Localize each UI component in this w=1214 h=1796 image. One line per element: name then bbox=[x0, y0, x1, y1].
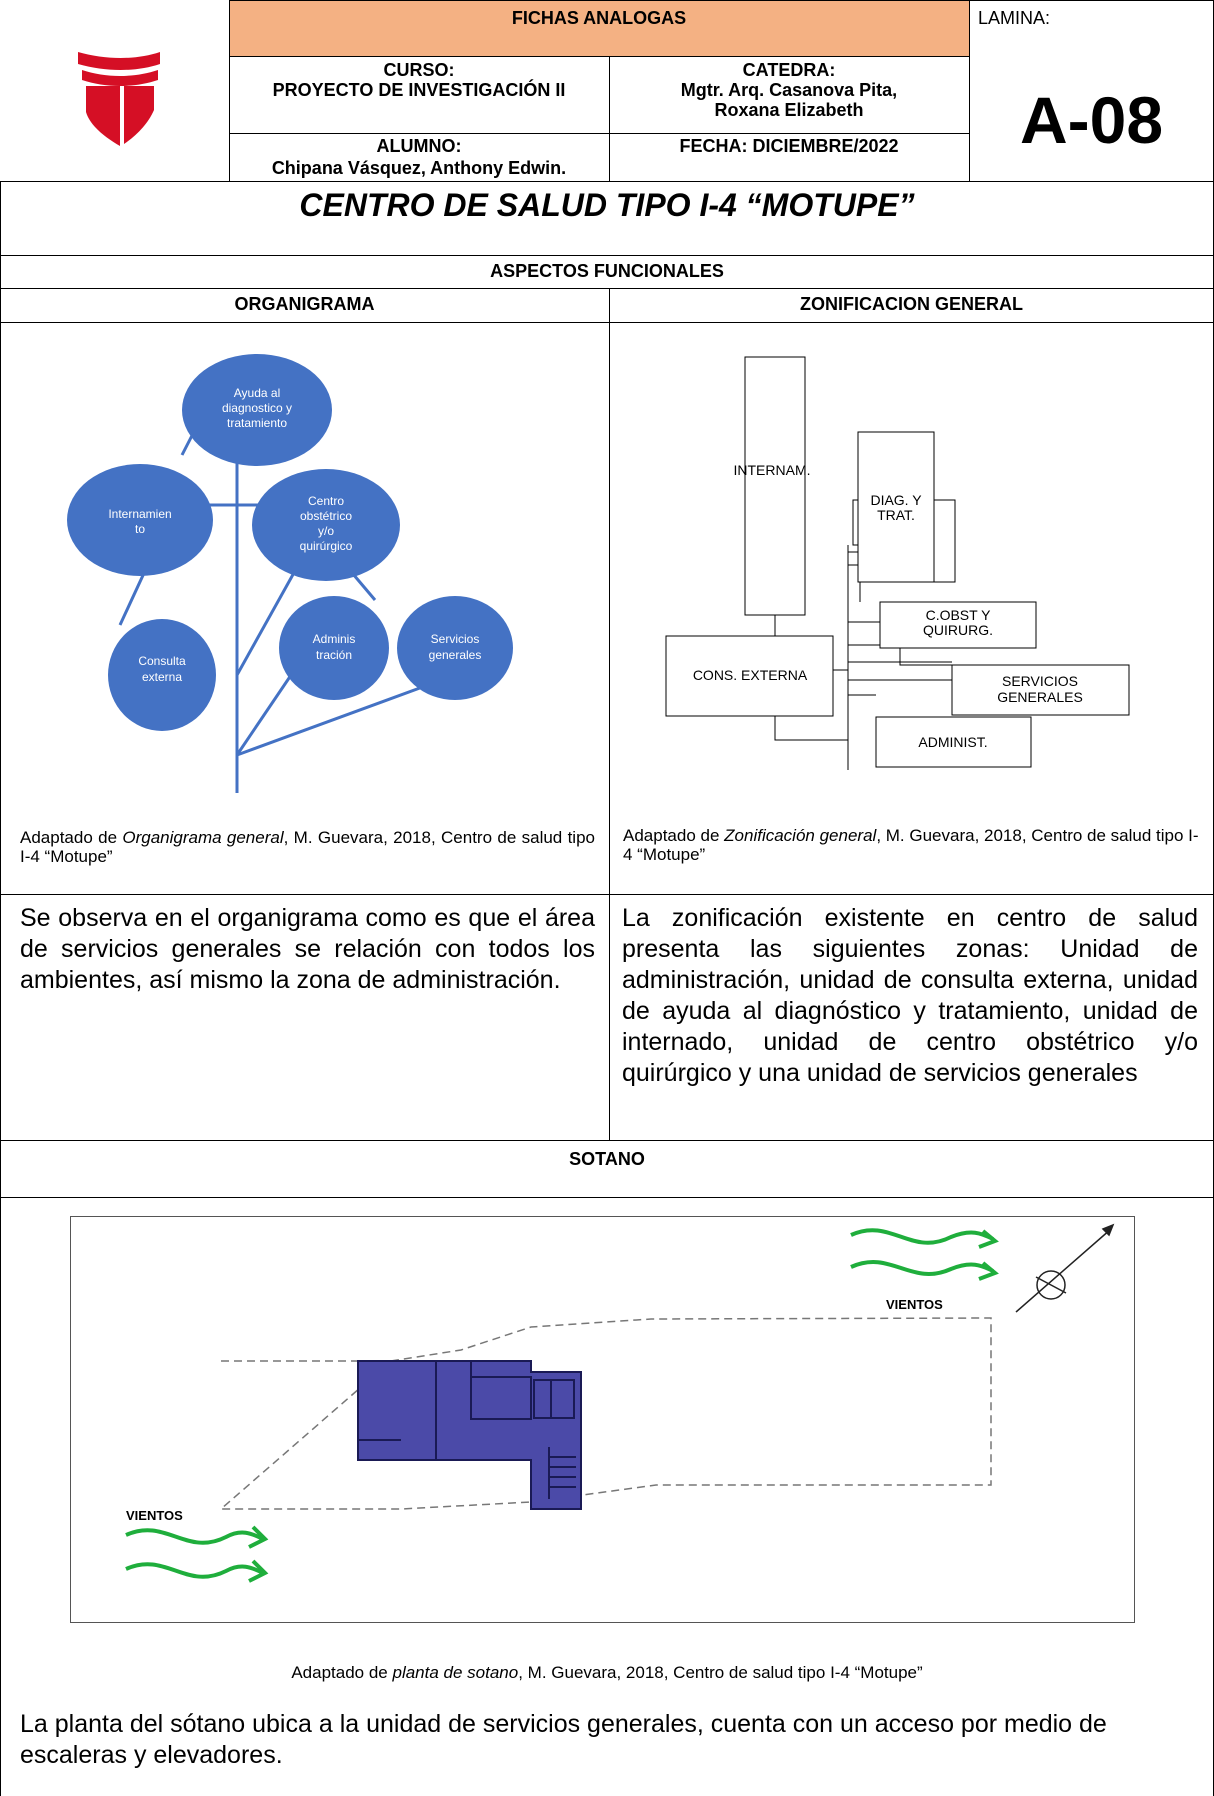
node-consulta-line1: Consulta bbox=[138, 654, 186, 668]
wind-label-top: VIENTOS bbox=[886, 1297, 943, 1312]
node-centro-line3: y/o bbox=[318, 524, 334, 538]
line-title-bottom bbox=[0, 255, 1214, 256]
zone-internam: INTERNAM. bbox=[734, 462, 811, 478]
zone-admin: ADMINIST. bbox=[918, 734, 987, 750]
line-curso-alumno bbox=[229, 133, 969, 134]
curso-value: PROYECTO DE INVESTIGACIÓN II bbox=[272, 80, 566, 100]
zonificacion-description: La zonificación existente en centro de s… bbox=[622, 904, 1198, 1087]
line-left bbox=[0, 181, 1, 1796]
zonificacion-caption: Adaptado de Zonificación general, M. Gue… bbox=[623, 826, 1199, 864]
organigrama-description: Se observa en el organigrama como es que… bbox=[20, 904, 595, 994]
wind-arrows-bottom bbox=[125, 1525, 269, 1583]
line-lamina-left bbox=[969, 0, 970, 181]
project-title: CENTRO DE SALUD TIPO I-4 “MOTUPE” bbox=[299, 187, 915, 223]
zone-cobst-line2: QUIRURG. bbox=[923, 622, 993, 638]
organigrama-caption: Adaptado de Organigrama general, M. Guev… bbox=[20, 828, 595, 866]
line-aspectos-bottom bbox=[0, 288, 1214, 289]
wind-label-bottom: VIENTOS bbox=[126, 1508, 183, 1523]
alumno-label: ALUMNO: bbox=[376, 136, 462, 156]
zone-diag-line1: DIAG. Y bbox=[870, 492, 922, 508]
zone-diag-line2: TRAT. bbox=[877, 507, 915, 523]
sheet-code: A-08 bbox=[1019, 83, 1164, 157]
line-top bbox=[229, 0, 1214, 1]
wind-arrows-top bbox=[850, 1228, 999, 1281]
node-intern-line1: Internamien bbox=[108, 507, 171, 521]
catedra-line2: Roxana Elizabeth bbox=[714, 100, 864, 120]
zone-serv-line1: SERVICIOS bbox=[1002, 673, 1078, 689]
node-ayuda-line2: diagnostico y bbox=[222, 401, 292, 415]
catedra-line1: Mgtr. Arq. Casanova Pita, bbox=[680, 80, 898, 100]
fecha: FECHA: DICIEMBRE/2022 bbox=[679, 136, 899, 156]
node-centro-line1: Centro bbox=[308, 494, 344, 508]
node-servicios-line1: Servicios bbox=[431, 632, 480, 646]
node-intern-line2: to bbox=[135, 522, 145, 536]
sotano-heading: SOTANO bbox=[569, 1149, 645, 1169]
line-under-fichas bbox=[229, 56, 969, 57]
zone-cons: CONS. EXTERNA bbox=[693, 667, 808, 683]
node-admin-line1: Adminis bbox=[313, 632, 356, 646]
node-admin-line2: tración bbox=[316, 648, 352, 662]
lamina-label: LAMINA: bbox=[978, 8, 1051, 28]
sotano-plan: VIENTOS VIENTOS bbox=[70, 1216, 1135, 1623]
north-compass-icon bbox=[1015, 1223, 1115, 1313]
catedra-label: CATEDRA: bbox=[742, 60, 836, 80]
fichas-title: FICHAS ANALOGAS bbox=[511, 8, 687, 28]
line-captions-bottom bbox=[0, 894, 1214, 895]
node-centro-line2: obstétrico bbox=[300, 509, 352, 523]
line-logo-right bbox=[229, 0, 230, 181]
node-centro-line4: quirúrgico bbox=[300, 539, 353, 553]
zone-cobst-line1: C.OBST Y bbox=[926, 607, 992, 623]
sotano-description: La planta del sótano ubica a la unidad d… bbox=[20, 1710, 1107, 1769]
node-consulta-line2: externa bbox=[142, 670, 182, 684]
line-center-split bbox=[609, 288, 610, 1140]
university-logo bbox=[76, 50, 162, 146]
header-accent-cell bbox=[229, 0, 969, 56]
node-ayuda-line3: tratamiento bbox=[227, 416, 287, 430]
curso-label: CURSO: bbox=[383, 60, 455, 80]
line-sotano-bottom bbox=[0, 1197, 1214, 1198]
line-curso-catedra bbox=[609, 56, 610, 181]
node-servicios-line2: generales bbox=[429, 648, 482, 662]
zone-serv-line2: GENERALES bbox=[997, 689, 1083, 705]
zonificacion-diagram: INTERNAM. DIAG. Y TRAT. C.OBST Y QUIRURG… bbox=[660, 350, 1140, 800]
line-desc-bottom bbox=[0, 1140, 1214, 1141]
section-aspectos: ASPECTOS FUNCIONALES bbox=[490, 261, 724, 281]
organigrama-heading: ORGANIGRAMA bbox=[234, 294, 375, 314]
zonificacion-heading: ZONIFICACION GENERAL bbox=[800, 294, 1023, 314]
organigrama-diagram: Ayuda al diagnostico y tratamiento Inter… bbox=[60, 345, 520, 800]
line-headings-bottom bbox=[0, 322, 1214, 323]
sotano-caption: Adaptado de planta de sotano, M. Guevara… bbox=[291, 1663, 923, 1682]
node-ayuda-line1: Ayuda al bbox=[234, 386, 280, 400]
alumno-value: Chipana Vásquez, Anthony Edwin. bbox=[271, 158, 567, 178]
line-header-bottom bbox=[0, 181, 1214, 182]
